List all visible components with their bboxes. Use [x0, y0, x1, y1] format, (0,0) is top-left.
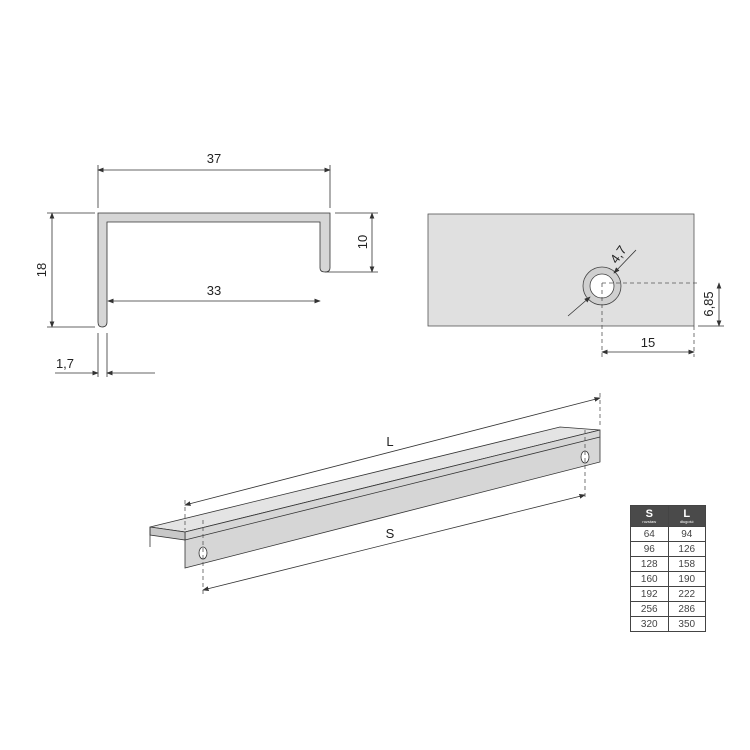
dim-S-label: S — [386, 526, 395, 541]
plate-view — [427, 213, 695, 327]
dim-37-label: 37 — [207, 151, 221, 166]
cell-s: 256 — [630, 601, 669, 617]
cell-s: 128 — [630, 556, 669, 572]
cell-l: 222 — [667, 586, 706, 602]
dim-1-7-label: 1,7 — [56, 356, 74, 371]
cell-l: 94 — [667, 526, 706, 542]
dim-S — [202, 494, 586, 591]
cell-s: 192 — [630, 586, 669, 602]
dim-33-label: 33 — [207, 283, 221, 298]
cell-l: 350 — [667, 616, 706, 632]
cell-l: 126 — [667, 541, 706, 557]
cell-s: 64 — [630, 526, 669, 542]
cell-l: 158 — [667, 556, 706, 572]
dim-6-85-label: 6,85 — [701, 291, 716, 316]
dim-L — [184, 397, 601, 506]
cell-l: 286 — [667, 601, 706, 617]
cell-l: 190 — [667, 571, 706, 587]
dim-15-label: 15 — [641, 335, 655, 350]
dim-18-label: 18 — [34, 263, 49, 277]
dim-10-label: 10 — [355, 235, 370, 249]
cell-s: 96 — [630, 541, 669, 557]
dim-L-label: L — [386, 434, 393, 449]
cell-s: 160 — [630, 571, 669, 587]
profile-section — [97, 212, 331, 328]
cell-s: 320 — [630, 616, 669, 632]
